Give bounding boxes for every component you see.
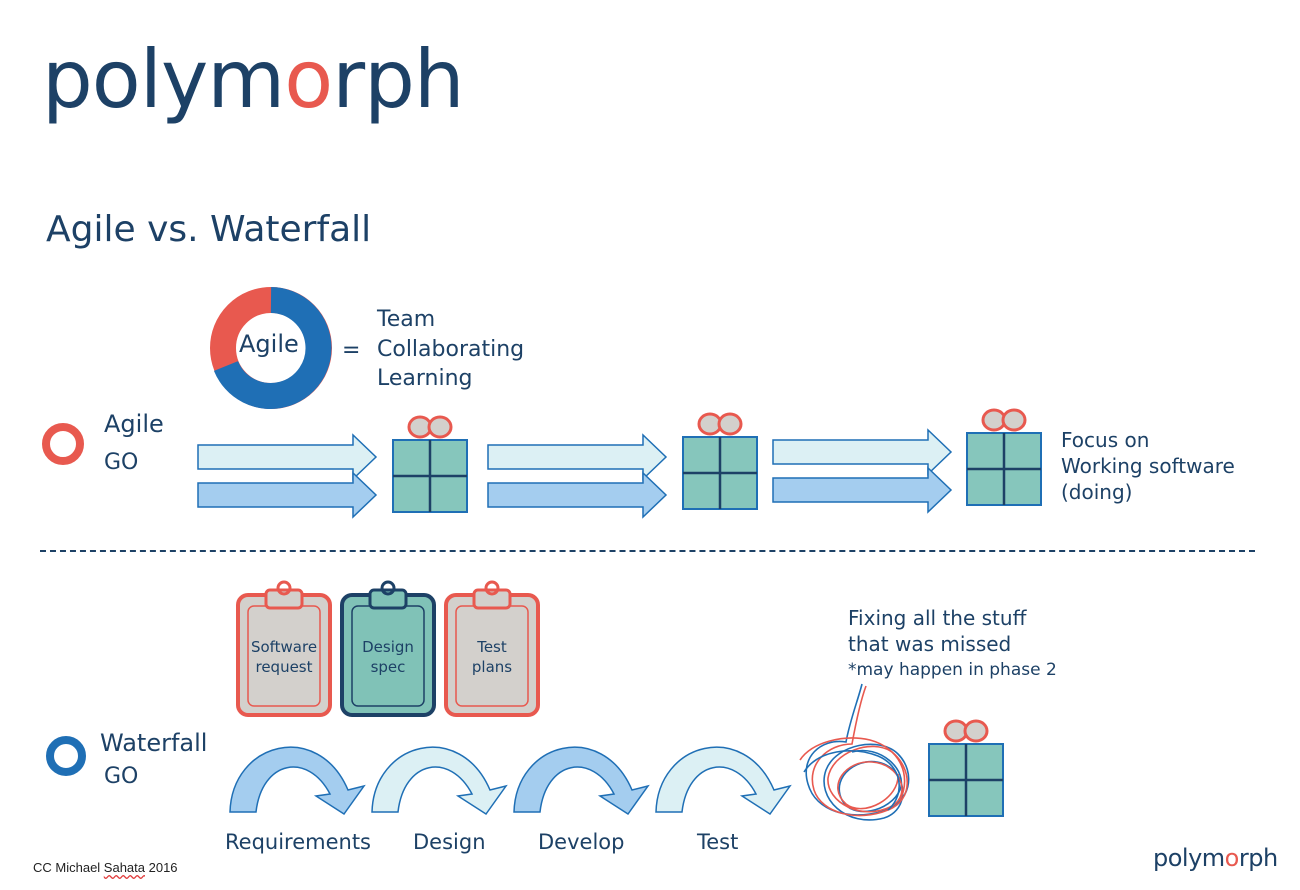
agile-arrows bbox=[197, 429, 952, 518]
curved-arrow-test-icon bbox=[655, 746, 792, 816]
waterfall-row-title: Waterfall bbox=[100, 729, 208, 757]
phase-label-design: Design bbox=[413, 830, 486, 854]
tangle-scribble-icon bbox=[799, 683, 910, 821]
agile-value-collaborating: Collaborating bbox=[377, 337, 525, 362]
copyright-credit: CC Michael Sahata 2016 bbox=[33, 860, 178, 875]
waterfall-row-go: GO bbox=[104, 764, 139, 789]
curved-arrow-requirements-icon bbox=[229, 746, 366, 816]
note-line-2: that was missed bbox=[848, 632, 1012, 656]
gift-icon bbox=[391, 415, 469, 514]
agile-value-learning: Learning bbox=[377, 366, 473, 391]
note-line-1: Fixing all the stuff bbox=[848, 606, 1027, 630]
agile-donut-icon bbox=[210, 287, 332, 409]
gift-icon bbox=[681, 412, 759, 511]
phase-label-requirements: Requirements bbox=[225, 830, 371, 854]
gift-icon bbox=[965, 408, 1043, 507]
agile-badge-label: Agile bbox=[239, 330, 299, 358]
page-title: Agile vs. Waterfall bbox=[46, 209, 372, 250]
agile-row-title: Agile bbox=[104, 410, 164, 438]
agile-focus-line-1: Focus on bbox=[1061, 428, 1150, 452]
clipboard-software-request-icon bbox=[236, 580, 332, 717]
phase-label-develop: Develop bbox=[538, 830, 625, 854]
polymorph-logo-small: polymorph bbox=[1153, 844, 1278, 872]
equals-sign: = bbox=[342, 338, 361, 363]
agile-focus-line-2: Working software bbox=[1061, 454, 1235, 478]
agile-ring-icon bbox=[42, 423, 84, 465]
clipboard-design-spec-icon bbox=[340, 580, 436, 717]
note-footnote: *may happen in phase 2 bbox=[848, 660, 1057, 680]
curved-arrow-develop-icon bbox=[513, 746, 650, 816]
curved-arrow-design-icon bbox=[371, 746, 508, 816]
section-divider bbox=[40, 550, 1255, 552]
agile-focus-line-3: (doing) bbox=[1061, 480, 1133, 504]
clipboard-test-plans-icon bbox=[444, 580, 540, 717]
agile-value-team: Team bbox=[377, 307, 436, 332]
polymorph-logo: polymorph bbox=[42, 33, 465, 126]
gift-icon bbox=[927, 719, 1005, 818]
waterfall-ring-icon bbox=[46, 736, 86, 776]
agile-row-go: GO bbox=[104, 450, 139, 475]
phase-label-test: Test bbox=[697, 830, 739, 854]
